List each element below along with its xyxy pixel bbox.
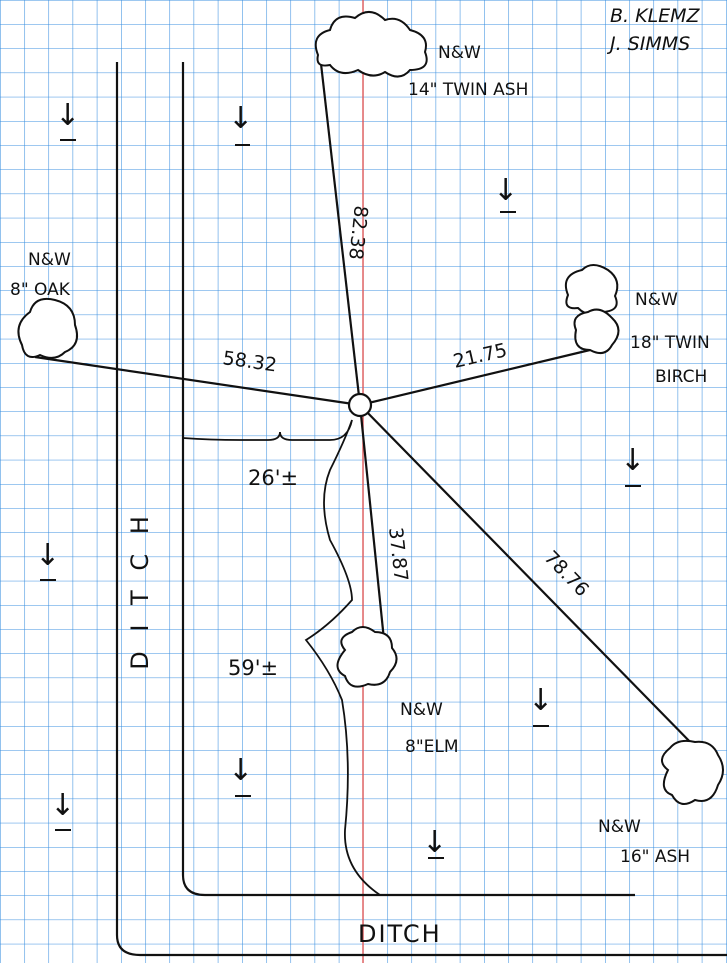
tree-elm-canopy (336, 626, 398, 688)
drainage-arrow-9: ↓ (422, 825, 447, 860)
elm-status: N&W (400, 700, 443, 720)
birch-species: BIRCH (655, 367, 707, 387)
surveyor-initials-1: B. KLEMZ (610, 5, 701, 27)
tree-birch-canopy-bottom (573, 308, 620, 355)
tree-twin-ash-canopy (314, 11, 428, 78)
inner-ditch-line (181, 62, 635, 897)
twin-ash-size: 14" TWIN ASH (408, 80, 528, 100)
ash-16-size: 16" ASH (620, 847, 690, 867)
tree-birch-canopy-top (564, 264, 619, 316)
drainage-arrow-6: ↓ (528, 683, 553, 718)
distance-road-26: 26'± (248, 466, 298, 490)
ray-to-birch (359, 348, 591, 407)
drainage-arrow-2: ↓ (228, 101, 253, 136)
twin-ash-status: N&W (438, 43, 481, 63)
outer-ditch-line (115, 62, 727, 957)
oak-status: N&W (28, 250, 71, 270)
distance-road-59: 59'± (228, 656, 278, 680)
ash-16-status: N&W (598, 817, 641, 837)
drainage-arrow-5: ↓ (35, 538, 60, 573)
drainage-arrow-8: ↓ (50, 788, 75, 823)
drainage-arrow-7: ↓ (228, 753, 253, 788)
ray-to-ash-16 (359, 404, 699, 751)
ditch-label-horizontal: DITCH (358, 920, 442, 948)
edge-of-road-line (182, 419, 381, 896)
ditch-label-vertical: D I T C H (126, 510, 154, 670)
ray-to-elm (358, 404, 386, 641)
ray-to-twin-ash (318, 54, 362, 406)
tree-ash-16-canopy (661, 739, 724, 805)
oak-size: 8" OAK (10, 280, 71, 300)
drainage-arrow-1: ↓ (55, 98, 80, 133)
drainage-arrow-4: ↓ (620, 443, 645, 478)
birch-status: N&W (635, 290, 678, 310)
elm-size: 8"ELM (405, 737, 459, 757)
surveyor-initials-2: J. SIMMS (606, 33, 690, 55)
ray-to-oak (34, 355, 361, 407)
tree-oak-canopy (17, 297, 78, 359)
reference-point (347, 392, 373, 418)
birch-size: 18" TWIN (630, 333, 710, 353)
drainage-arrow-3: ↓ (493, 173, 518, 208)
